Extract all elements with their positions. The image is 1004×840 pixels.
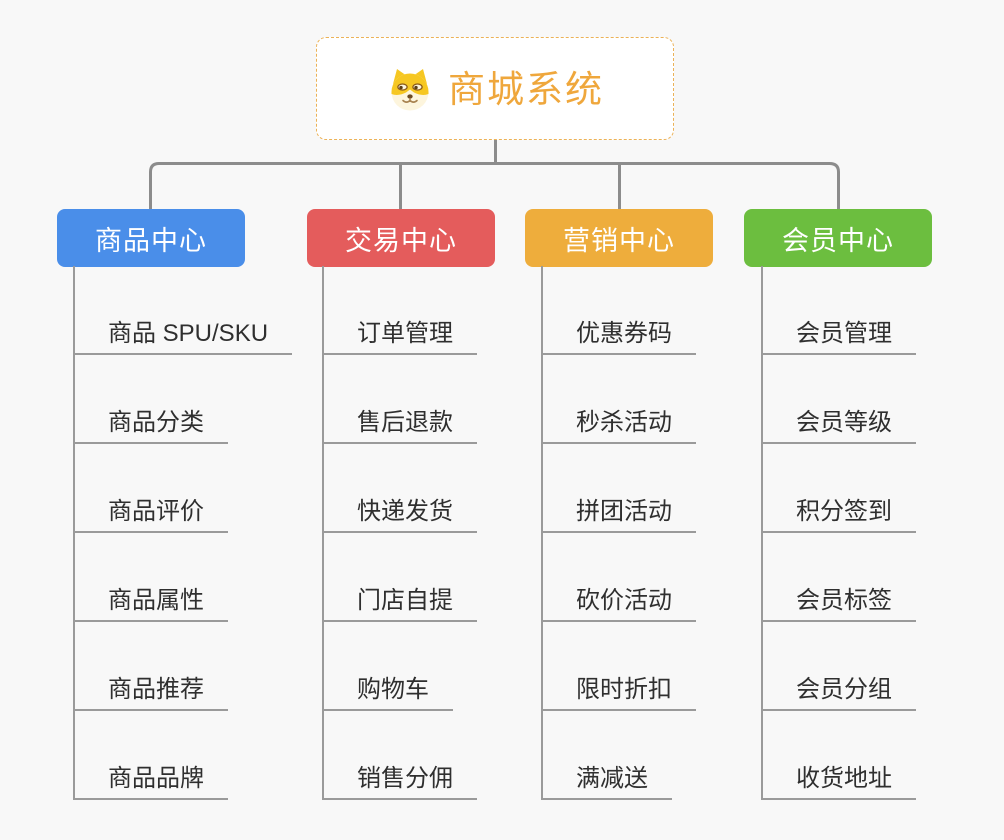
leaf-node[interactable]: 商品分类 — [75, 355, 228, 444]
root-node-mall-system[interactable]: 商城系统 — [316, 37, 674, 140]
leaf-node[interactable]: 销售分佣 — [324, 711, 477, 800]
leaf-node[interactable]: 优惠券码 — [543, 266, 696, 355]
branch-node-marketing-center[interactable]: 营销中心 — [525, 209, 713, 267]
product-center-children: 商品 SPU/SKU 商品分类 商品评价 商品属性 商品推荐 商品品牌 — [73, 266, 293, 800]
dog-face-icon — [391, 68, 429, 110]
leaf-node[interactable]: 商品 SPU/SKU — [75, 266, 293, 355]
branch-node-trade-center[interactable]: 交易中心 — [307, 209, 495, 267]
leaf-node[interactable]: 收货地址 — [763, 711, 916, 800]
leaf-node[interactable]: 订单管理 — [324, 266, 477, 355]
leaf-node[interactable]: 会员等级 — [763, 355, 916, 444]
member-center-children: 会员管理 会员等级 积分签到 会员标签 会员分组 收货地址 — [761, 266, 916, 800]
leaf-node[interactable]: 限时折扣 — [543, 622, 696, 711]
leaf-node[interactable]: 购物车 — [324, 622, 453, 711]
trade-center-children: 订单管理 售后退款 快递发货 门店自提 购物车 销售分佣 — [322, 266, 477, 800]
leaf-node[interactable]: 满减送 — [543, 711, 672, 800]
leaf-node[interactable]: 秒杀活动 — [543, 355, 696, 444]
marketing-center-children: 优惠券码 秒杀活动 拼团活动 砍价活动 限时折扣 满减送 — [541, 266, 696, 800]
branch-node-label: 营销中心 — [563, 225, 675, 256]
leaf-node[interactable]: 售后退款 — [324, 355, 477, 444]
branch-node-product-center[interactable]: 商品中心 — [57, 209, 245, 267]
branch-node-label: 商品中心 — [95, 225, 207, 256]
leaf-node[interactable]: 会员分组 — [763, 622, 916, 711]
leaf-node[interactable]: 积分签到 — [763, 444, 916, 533]
leaf-node[interactable]: 门店自提 — [324, 533, 477, 622]
leaf-node[interactable]: 商品评价 — [75, 444, 228, 533]
leaf-node[interactable]: 拼团活动 — [543, 444, 696, 533]
branch-node-member-center[interactable]: 会员中心 — [744, 209, 932, 267]
leaf-node[interactable]: 砍价活动 — [543, 533, 696, 622]
leaf-node[interactable]: 商品推荐 — [75, 622, 228, 711]
leaf-node[interactable]: 快递发货 — [324, 444, 477, 533]
leaf-node[interactable]: 会员管理 — [763, 266, 916, 355]
branch-node-label: 会员中心 — [782, 225, 894, 256]
leaf-node[interactable]: 商品属性 — [75, 533, 228, 622]
branch-node-label: 交易中心 — [345, 225, 457, 256]
leaf-node[interactable]: 商品品牌 — [75, 711, 228, 800]
leaf-node[interactable]: 会员标签 — [763, 533, 916, 622]
root-node-label: 商城系统 — [448, 69, 604, 110]
